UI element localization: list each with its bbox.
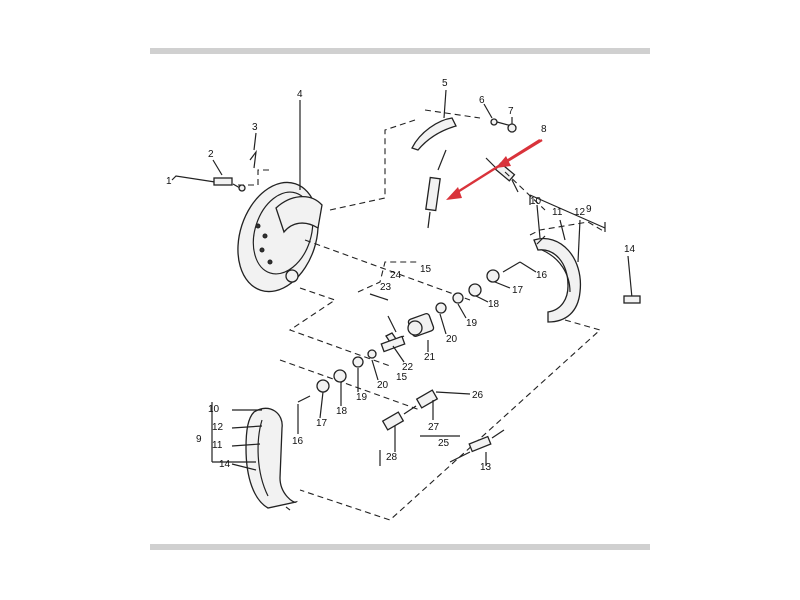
label-8: 8 [541, 124, 547, 135]
label-14-right: 14 [624, 244, 636, 255]
pin-and-clip [483, 103, 517, 133]
label-1: 1 [166, 176, 172, 187]
label-13: 13 [480, 462, 492, 473]
label-22: 22 [402, 362, 414, 373]
label-24: 24 [390, 270, 402, 281]
label-19-left: 19 [356, 392, 368, 403]
label-20-left: 20 [377, 380, 389, 391]
label-14-left: 14 [219, 459, 231, 470]
label-21: 21 [424, 352, 436, 363]
adjuster-lever [411, 89, 457, 151]
label-18-right: 18 [488, 299, 500, 310]
label-15-upper: 15 [420, 264, 432, 275]
label-27: 27 [428, 422, 440, 433]
label-28: 28 [386, 452, 398, 463]
label-18-left: 18 [336, 406, 348, 417]
highlight-arrows [446, 138, 543, 200]
label-23: 23 [380, 282, 392, 293]
wheel-cylinder-lower [297, 349, 377, 403]
label-9-left: 9 [196, 434, 202, 445]
label-26: 26 [472, 390, 484, 401]
lower-spring [449, 429, 505, 466]
label-4: 4 [297, 89, 303, 100]
bottom-divider [150, 544, 650, 550]
label-6: 6 [479, 95, 485, 106]
label-17-right: 17 [512, 285, 524, 296]
brake-shoe-left [245, 407, 299, 509]
retaining-pin-assembly [171, 149, 257, 192]
label-12-left: 12 [212, 422, 224, 433]
label-7: 7 [508, 106, 514, 117]
label-15-lower: 15 [396, 372, 408, 383]
wheel-cylinder-upper [369, 261, 521, 353]
part-labels: 1 2 3 4 5 6 7 8 9 10 11 12 14 15 16 17 1… [166, 78, 636, 473]
adjuster-assembly [381, 389, 471, 431]
label-25: 25 [438, 438, 450, 449]
top-divider [150, 48, 650, 54]
label-16-right: 16 [536, 270, 548, 281]
label-10-right: 10 [530, 196, 542, 207]
backing-plate [237, 181, 323, 293]
label-5: 5 [442, 78, 448, 89]
label-17-left: 17 [316, 418, 328, 429]
label-19-right: 19 [466, 318, 478, 329]
leader-lines [231, 204, 581, 471]
label-9-right: 9 [586, 204, 592, 215]
label-10-left: 10 [208, 404, 220, 415]
return-spring [425, 149, 447, 229]
label-20-right: 20 [446, 334, 458, 345]
label-16-left: 16 [292, 436, 304, 447]
brake-shoe-right [533, 235, 582, 323]
label-2: 2 [208, 149, 214, 160]
label-3: 3 [252, 122, 258, 133]
label-11-left: 11 [212, 440, 223, 451]
hold-down-pin [623, 255, 641, 304]
label-11-right: 11 [552, 207, 563, 218]
label-12-right: 12 [574, 207, 586, 218]
